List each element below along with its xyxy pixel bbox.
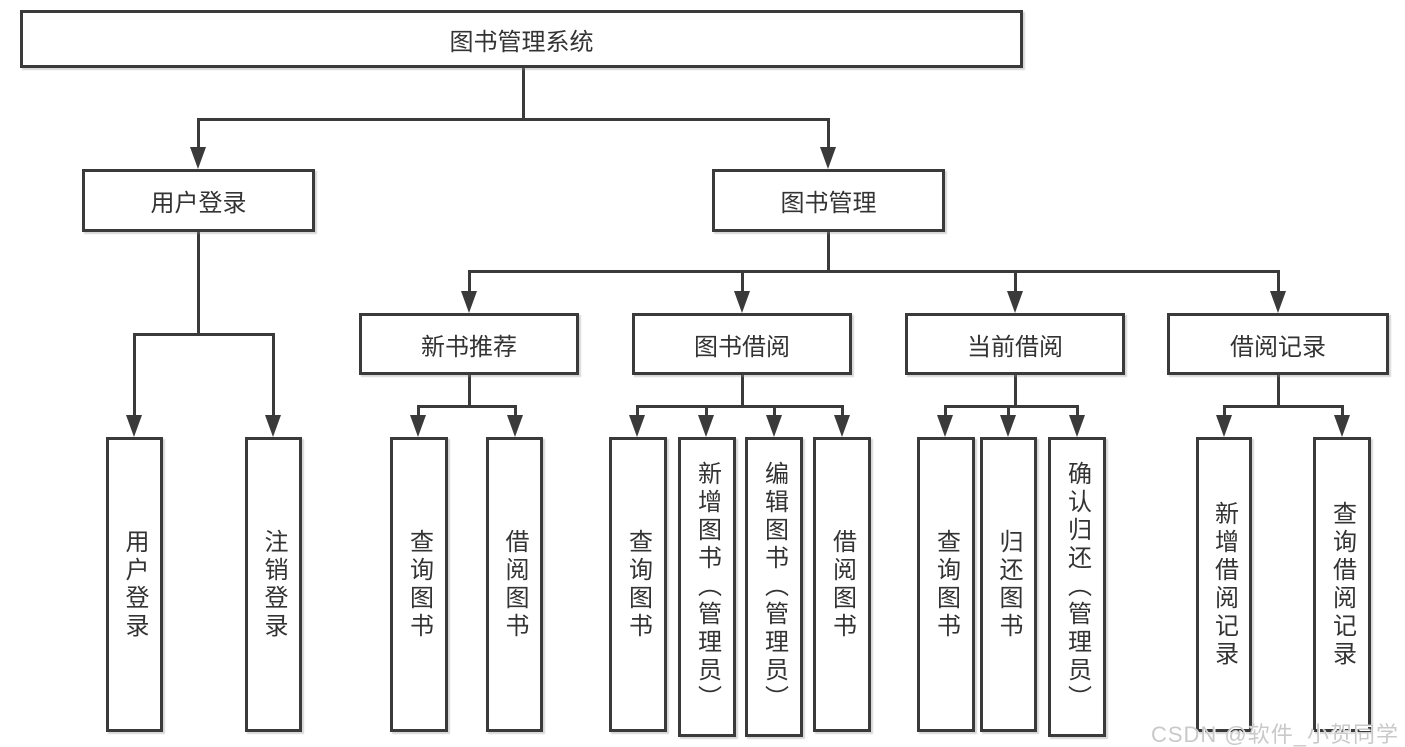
arrow-stem [416,406,420,415]
node-leaf-logout: 注销登录 [245,437,302,732]
arrow-down-icon [265,415,281,437]
connector-line [521,66,525,121]
arrow-down-icon [937,415,953,437]
arrow-stem [740,271,744,291]
node-book-management: 图书管理 [712,169,945,232]
node-leaf-add-books-admin: 新增图书（管理员） [678,437,736,737]
connector-line [467,269,1280,273]
arrow-down-icon [1270,291,1286,313]
arrow-stem [1075,406,1079,415]
connector-line [1013,373,1017,408]
node-user-login: 用户登录 [82,169,315,232]
arrow-stem [826,119,830,147]
node-current-borrow: 当前借阅 [905,313,1125,375]
arrow-stem [196,119,200,147]
arrow-stem [704,406,708,415]
node-leaf-confirm-return: 确认归还（管理员） [1048,437,1106,737]
connector-line [467,373,471,408]
connector-line [132,332,275,336]
node-new-book-recommend: 新书推荐 [359,313,579,375]
arrow-down-icon [126,415,142,437]
node-leaf-query-books-2: 查询图书 [609,437,667,732]
arrow-stem [513,406,517,415]
csdn-watermark: CSDN @软件_小贺同学 [1150,722,1399,747]
arrow-down-icon [734,291,750,313]
arrow-down-icon [410,415,426,437]
node-leaf-edit-books-admin: 编辑图书（管理员） [745,437,803,737]
arrow-stem [132,334,136,415]
arrow-stem [1013,271,1017,291]
arrow-stem [943,406,947,415]
arrow-down-icon [1007,291,1023,313]
connector-line [196,117,830,121]
node-leaf-query-books-3: 查询图书 [917,437,975,732]
arrow-stem [1276,271,1280,291]
arrow-stem [1222,406,1226,415]
connector-line [196,230,200,336]
node-leaf-borrow-books-2: 借阅图书 [813,437,871,732]
arrow-down-icon [820,147,836,169]
connector-line [1222,404,1344,408]
arrow-down-icon [1216,415,1232,437]
arrow-stem [840,406,844,415]
arrow-down-icon [766,415,782,437]
arrow-stem [772,406,776,415]
arrow-down-icon [698,415,714,437]
arrow-stem [271,334,275,415]
node-book-borrow: 图书借阅 [632,313,852,375]
arrow-down-icon [1334,415,1350,437]
connector-line [416,404,517,408]
node-borrow-records: 借阅记录 [1167,313,1389,375]
arrow-down-icon [190,147,206,169]
node-leaf-user-login: 用户登录 [106,437,163,732]
node-root: 图书管理系统 [20,10,1023,68]
node-leaf-query-borrow-record: 查询借阅记录 [1313,437,1371,732]
arrow-down-icon [834,415,850,437]
arrow-stem [1006,406,1010,415]
arrow-down-icon [507,415,523,437]
connector-line [826,230,830,273]
arrow-down-icon [1069,415,1085,437]
arrow-stem [635,406,639,415]
arrow-stem [467,271,471,291]
arrow-stem [1340,406,1344,415]
connector-line [740,373,744,408]
connector-line [943,404,1079,408]
arrow-down-icon [461,291,477,313]
node-leaf-add-borrow-record: 新增借阅记录 [1196,437,1252,732]
connector-line [1276,373,1280,408]
connector-line [635,404,844,408]
arrow-down-icon [1000,415,1016,437]
arrow-down-icon [629,415,645,437]
node-leaf-return-books: 归还图书 [980,437,1037,732]
node-leaf-borrow-books-1: 借阅图书 [486,437,543,732]
node-leaf-query-books-1: 查询图书 [390,437,448,732]
